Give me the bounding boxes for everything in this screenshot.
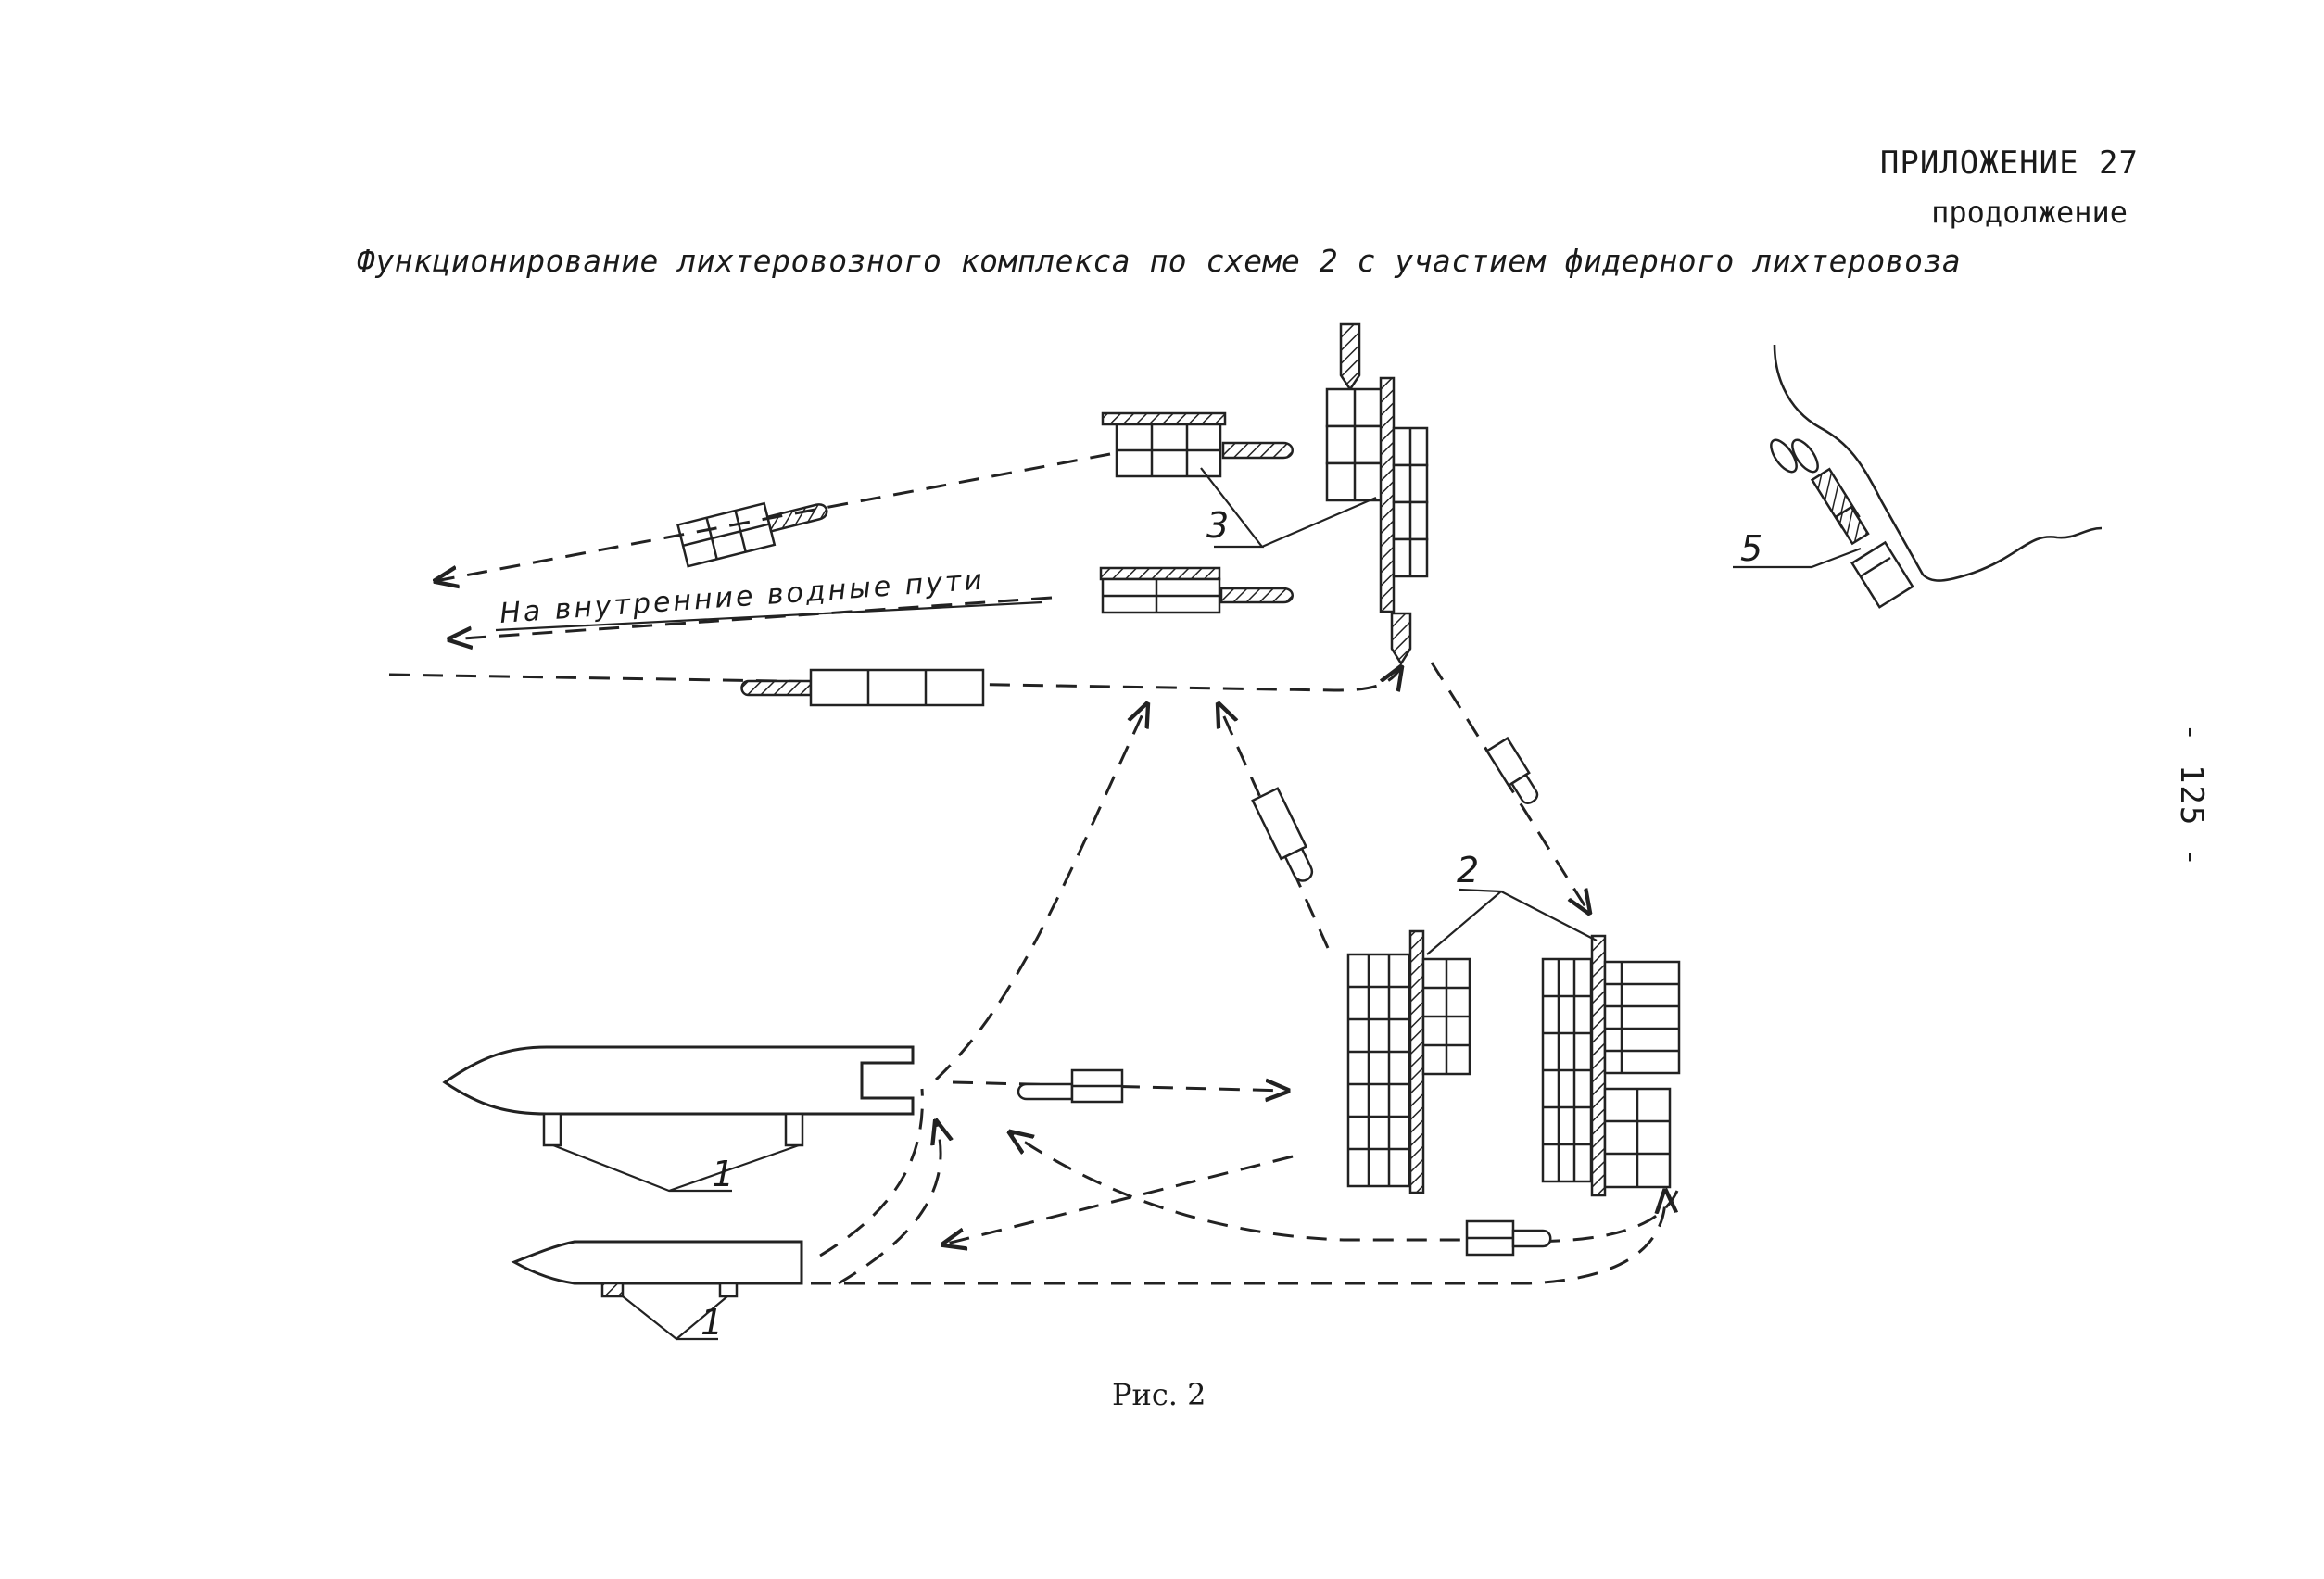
route-group2-to-berth1	[943, 1155, 1294, 1244]
callout-5: 5	[1740, 528, 1762, 569]
leader-2	[1426, 888, 1598, 955]
barge-fleet-group-2b	[1541, 934, 1681, 1197]
leader-3	[1200, 467, 1377, 549]
feeder-carrier-group	[1325, 322, 1429, 666]
pusher-tug-top	[1339, 322, 1361, 392]
continued-label: продолжение	[1931, 195, 2128, 230]
route-bottom-to-group2	[811, 1191, 1665, 1285]
route-outbound-upper	[436, 452, 1111, 581]
figure-title: Функционирование лихтеровозного комплекс…	[357, 243, 1962, 279]
tow-diagonal-center	[1251, 787, 1314, 882]
barge-fleet-group-2a	[1346, 929, 1471, 1194]
callout-3: 3	[1206, 505, 1229, 546]
coastline	[1773, 344, 2103, 582]
fleet-2b-right-bottom	[1603, 1087, 1672, 1189]
route-curve-left-b	[819, 1088, 924, 1257]
carrier-hull-upper	[442, 1045, 915, 1116]
feeder-carrier-hull	[1379, 376, 1396, 613]
route-carrier-to-group2	[1430, 662, 1589, 913]
route-berth1-to-main	[934, 704, 1147, 1081]
coastline-berth-5: 5	[1733, 344, 2103, 609]
barge-group-3-upper	[1101, 411, 1294, 478]
figure-caption: Рис. 2	[1112, 1377, 1206, 1412]
barge-stack-right	[1392, 426, 1429, 578]
fleet-2a-left	[1346, 953, 1411, 1188]
moored-barges-5	[1770, 438, 1914, 609]
route-inbound-main	[388, 667, 1401, 690]
outbound-tow	[676, 501, 828, 568]
tow-bottom-center	[1017, 1068, 1124, 1104]
route-curve-left-a	[838, 1121, 941, 1285]
route-label-underline	[495, 600, 1043, 632]
fleet-2b-right-top	[1603, 960, 1681, 1075]
fleet-2a-right	[1421, 957, 1471, 1076]
callout-1-upper: 1	[712, 1154, 734, 1194]
leader-1-upper	[552, 1143, 800, 1193]
appendix-label: ПРИЛОЖЕНИЕ 27	[1879, 145, 2139, 182]
page-number: - 125 -	[2173, 723, 2210, 869]
mother-carrier-lower: 1	[511, 1240, 803, 1343]
callout-2: 2	[1457, 850, 1479, 891]
leader-5	[1733, 547, 1862, 569]
mother-carrier-upper: 1	[442, 1045, 915, 1194]
inbound-tow	[740, 668, 985, 707]
tug-below-carrier	[1390, 612, 1412, 666]
route-outbound-river	[449, 596, 1053, 639]
barge-group-3-lower	[1099, 566, 1294, 614]
tow-diagonal-right	[1485, 736, 1539, 804]
route-loop-return	[1010, 1132, 1679, 1244]
fleet-2b-left	[1541, 957, 1593, 1183]
tow-bottom-right	[1465, 1219, 1552, 1257]
leader-1-lower	[622, 1295, 728, 1341]
barge-stack-top	[1325, 387, 1384, 502]
carrier-hull-lower	[511, 1240, 803, 1285]
callout-1-lower: 1	[701, 1302, 723, 1343]
